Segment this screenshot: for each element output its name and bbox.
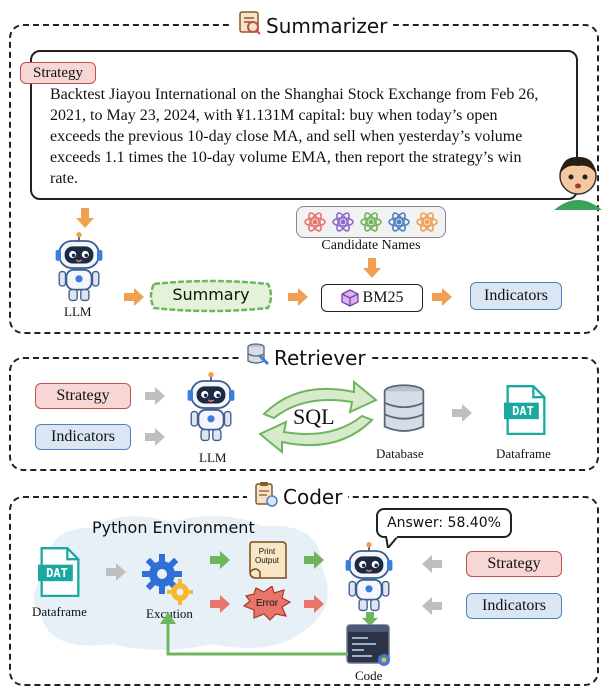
print-output-scroll bbox=[246, 538, 288, 582]
summarizer-title: Summarizer bbox=[230, 10, 394, 41]
summary-label: Summary bbox=[172, 285, 250, 304]
error-label: Error bbox=[255, 598, 279, 609]
coder-strategy-pill: Strategy bbox=[466, 551, 562, 577]
cube-icon bbox=[340, 289, 359, 307]
coder-dataframe-label: Dataframe bbox=[32, 604, 87, 619]
bm25-label: BM25 bbox=[362, 289, 404, 306]
coder-dat-text: DAT bbox=[46, 566, 68, 580]
robot-icon bbox=[184, 372, 238, 444]
retriever-indicators-pill: Indicators bbox=[35, 424, 131, 450]
retriever-title: Retriever bbox=[240, 342, 372, 373]
arrow-error-to-coder-llm bbox=[302, 594, 326, 614]
arrow-excution-to-output bbox=[208, 550, 232, 570]
arrow-bm25-to-indicators bbox=[430, 287, 454, 307]
print-output-label: Print Output bbox=[254, 547, 279, 565]
summary-node bbox=[148, 278, 274, 314]
retriever-dataframe-label: Dataframe bbox=[496, 446, 551, 461]
strategy-tag: Strategy bbox=[20, 62, 96, 84]
robot-icon bbox=[342, 542, 396, 614]
gear-icon bbox=[140, 552, 196, 608]
error-burst bbox=[242, 584, 292, 622]
database-label: Database bbox=[376, 446, 424, 461]
retriever-database-icon bbox=[246, 342, 270, 373]
coder-title-text: Coder bbox=[283, 484, 343, 509]
python-env-label: Python Environment bbox=[92, 518, 255, 537]
arrow-summary-to-bm25 bbox=[286, 287, 310, 307]
answer-bubble-tail bbox=[384, 536, 400, 548]
arrow-indicators-to-llm bbox=[143, 427, 167, 447]
atom-icon bbox=[331, 210, 355, 234]
sql-label: SQL bbox=[293, 404, 335, 429]
robot-icon bbox=[52, 232, 106, 304]
arrow-database-to-dataframe bbox=[450, 403, 474, 423]
coder-title: Coder bbox=[247, 480, 349, 513]
arrow-output-to-coder-llm bbox=[302, 550, 326, 570]
arrow-excution-to-error bbox=[208, 594, 232, 614]
answer-label: Answer: 58.40% bbox=[387, 515, 501, 531]
arrow-query-to-llm bbox=[75, 206, 95, 230]
coder-indicators-pill: Indicators bbox=[466, 593, 562, 619]
sql-cycle-arrows bbox=[258, 374, 378, 460]
atom-icon bbox=[303, 210, 327, 234]
arrow-indicators-to-coder-llm bbox=[420, 596, 444, 616]
candidate-names-label: Candidate Names bbox=[321, 238, 421, 253]
summarizer-title-text: Summarizer bbox=[266, 13, 388, 38]
arrow-llm-to-code bbox=[362, 612, 378, 626]
retriever-title-text: Retriever bbox=[274, 345, 366, 370]
arrow-llm-to-summary bbox=[122, 287, 146, 307]
arrow-strategy-to-coder-llm bbox=[420, 554, 444, 574]
arrow-candidates-to-bm25 bbox=[362, 256, 382, 280]
candidate-names-box bbox=[296, 206, 446, 238]
retriever-strategy-pill: Strategy bbox=[35, 383, 131, 409]
feedback-arrow-code-to-excution bbox=[160, 612, 348, 656]
atom-icon bbox=[415, 210, 439, 234]
retriever-dat-text: DAT bbox=[512, 404, 534, 418]
code-window-icon bbox=[346, 624, 392, 668]
summarizer-llm-label: LLM bbox=[64, 304, 92, 319]
arrow-dataframe-to-excution bbox=[104, 562, 128, 582]
atom-icon bbox=[359, 210, 383, 234]
atom-icon bbox=[387, 210, 411, 234]
code-label: Code bbox=[355, 668, 383, 683]
summarizer-indicators-pill: Indicators bbox=[470, 282, 562, 310]
database-icon bbox=[382, 384, 426, 434]
query-text: Backtest Jiayou International on the Sha… bbox=[50, 86, 539, 187]
summarizer-scroll-icon bbox=[236, 10, 262, 41]
person-icon bbox=[548, 150, 607, 210]
retriever-llm-label: LLM bbox=[199, 450, 227, 465]
coder-clipboard-icon bbox=[253, 480, 279, 513]
query-bubble bbox=[30, 50, 578, 200]
excution-label: Excution bbox=[146, 606, 193, 621]
answer-bubble: Answer: 58.40% bbox=[376, 508, 512, 538]
arrow-strategy-to-llm bbox=[143, 386, 167, 406]
bm25-box: BM25 bbox=[321, 284, 423, 312]
